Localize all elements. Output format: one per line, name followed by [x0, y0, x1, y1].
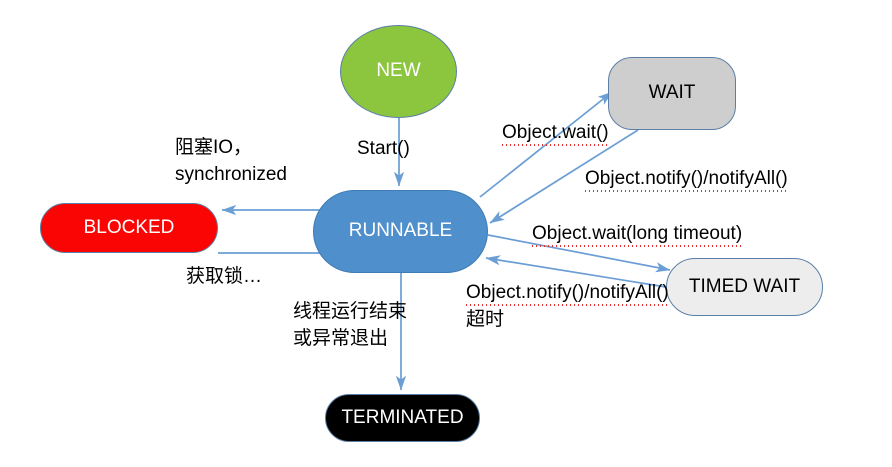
node-wait[interactable]: WAIT — [608, 57, 736, 130]
label-object-wait: Object.wait() — [502, 121, 609, 147]
node-blocked-label: BLOCKED — [83, 216, 175, 238]
edge-runnable-to-timed-wait — [487, 234, 671, 273]
label-object-wait-timeout: Object.wait(long timeout) — [532, 222, 743, 248]
node-terminated-label: TERMINATED — [341, 406, 464, 428]
node-runnable[interactable]: RUNNABLE — [313, 190, 488, 273]
label-object-notify-timed: Object.notify()/notifyAll() — [466, 281, 669, 307]
label-terminate-line2: 或异常退出 — [293, 328, 389, 349]
node-runnable-label: RUNNABLE — [348, 220, 453, 242]
node-blocked[interactable]: BLOCKED — [40, 203, 218, 253]
label-blocked-io-line1: 阻塞IO， — [175, 137, 253, 158]
label-blocked-io-line2: synchronized — [175, 164, 287, 185]
label-object-notify: Object.notify()/notifyAll() — [585, 167, 788, 193]
node-wait-label: WAIT — [648, 82, 696, 104]
label-start: Start() — [357, 138, 410, 159]
label-acquire-lock: 获取锁… — [186, 266, 263, 287]
node-timed-wait-label: TIMED WAIT — [688, 275, 801, 297]
node-new[interactable]: NEW — [340, 25, 457, 118]
edge-wait-to-runnable — [489, 129, 639, 224]
node-terminated[interactable]: TERMINATED — [325, 394, 480, 442]
label-terminate-line1: 线程运行结束 — [293, 301, 408, 322]
node-new-label: NEW — [376, 60, 421, 82]
label-timeout-cn: 超时 — [466, 309, 505, 330]
node-timed-wait[interactable]: TIMED WAIT — [666, 258, 823, 316]
